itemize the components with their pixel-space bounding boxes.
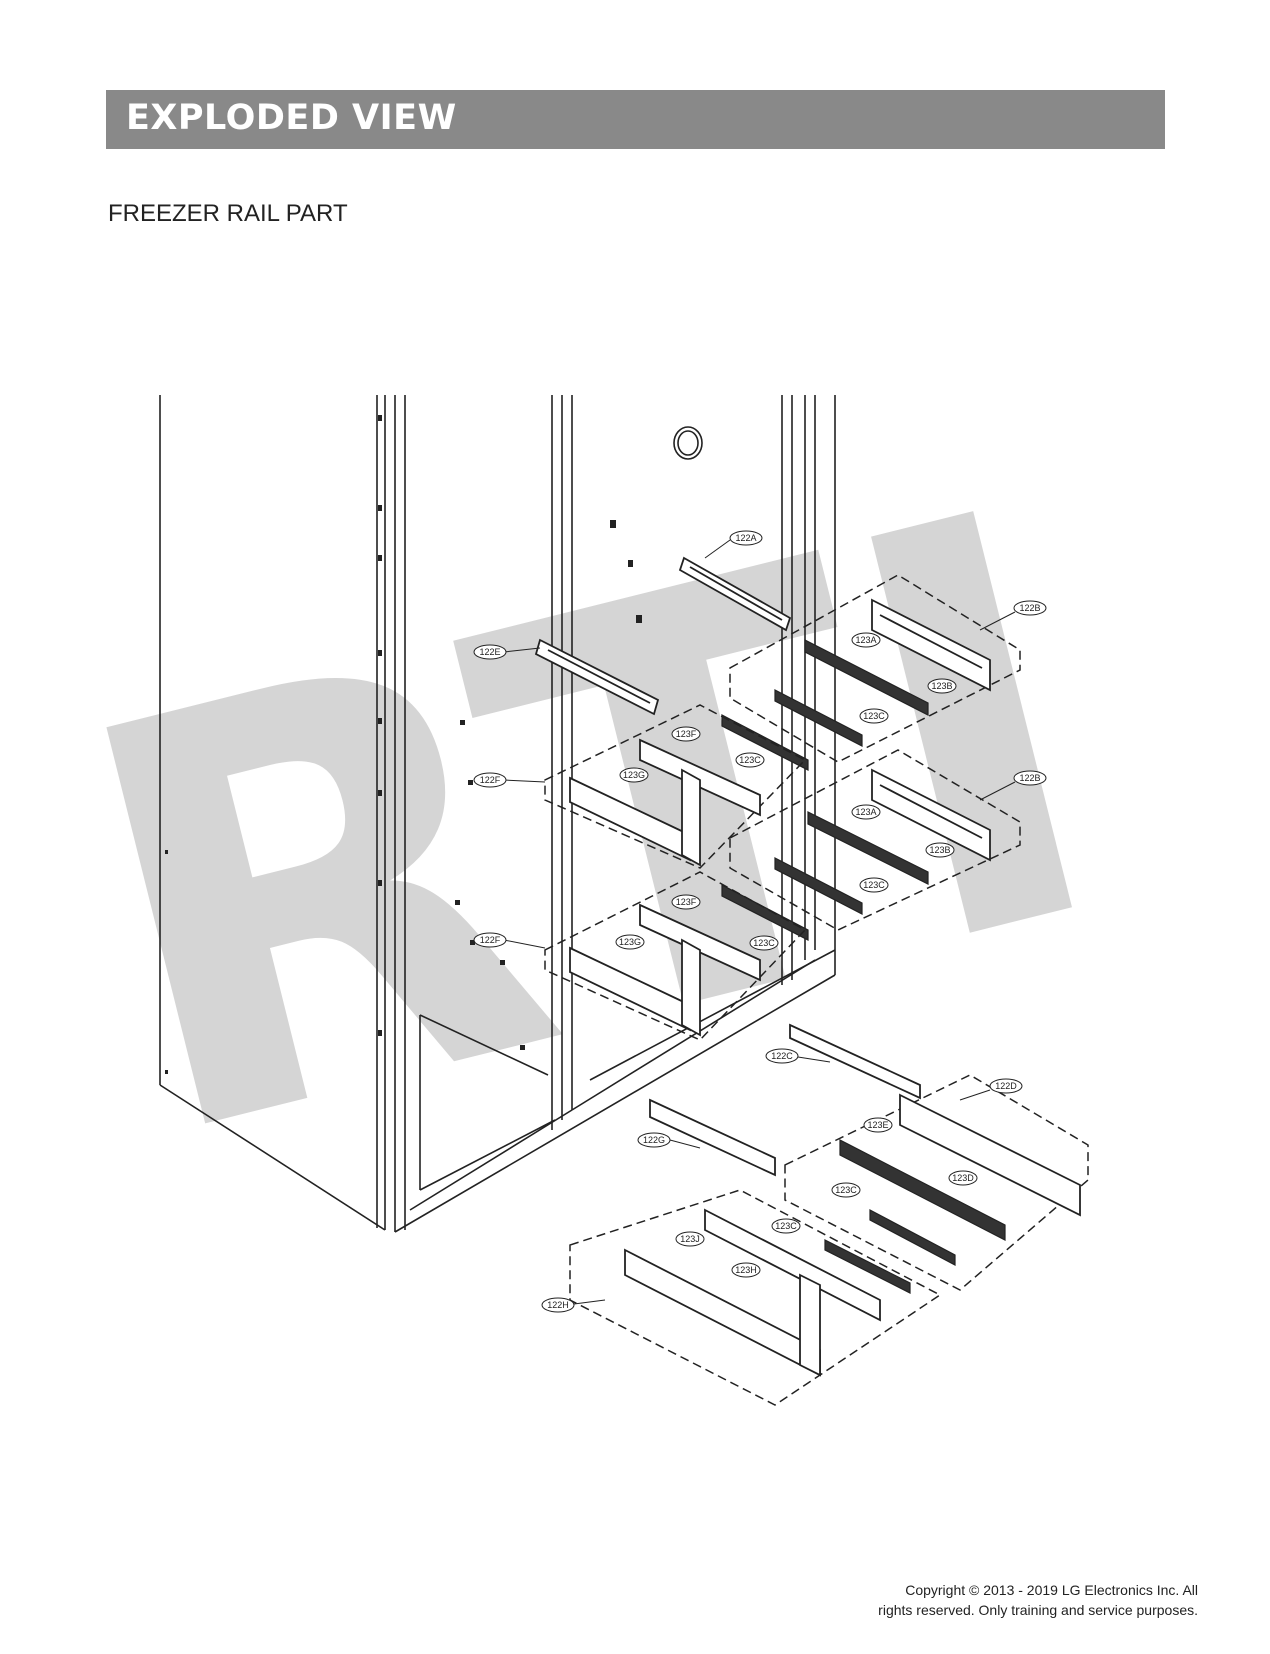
svg-text:122F: 122F [480,935,501,945]
callout-123F-middle: 123F [671,894,701,910]
svg-text:123C: 123C [739,755,761,765]
callout-123C-low2: 123C [771,1218,801,1234]
part-123E-123D-rail [839,1139,1006,1241]
svg-text:123C: 123C [775,1221,797,1231]
callout-123H: 123H [731,1262,761,1278]
group-122D-frame [784,1074,1089,1291]
part-122A-rail [678,556,792,632]
group-122B-middle-frame [729,749,1021,931]
part-122D-bracket [899,1093,1081,1217]
part-123F-123G-middle-bracket [569,903,761,1037]
svg-text:123H: 123H [735,1265,757,1275]
callout-123F-upper: 123F [671,726,701,742]
svg-text:122B: 122B [1019,773,1040,783]
callout-123C-upper: 123C [859,708,889,724]
section-title: FREEZER RAIL PART [108,200,348,227]
svg-text:122B: 122B [1019,603,1040,613]
svg-text:123D: 123D [952,1173,974,1183]
callout-122B-middle: 122B [979,770,1047,801]
group-122F-upper-frame [544,704,807,869]
part-123C-middle-slide [721,857,863,941]
callout-123B-middle: 123B [925,842,955,858]
part-122B-middle-bracket [871,768,991,862]
svg-text:123F: 123F [676,897,697,907]
callout-122G: 122G [637,1132,701,1149]
svg-text:123A: 123A [855,635,876,645]
callout-123G-middle: 123G [615,934,645,950]
callout-123E: 123E [863,1117,893,1133]
callout-123D: 123D [948,1170,978,1186]
part-123A-123B-middle-rail [807,811,929,885]
callout-123C-low1: 123C [831,1182,861,1198]
page-title: EXPLODED VIEW [126,98,457,138]
part-123H-123J-bracket [624,1208,881,1377]
callout-123C-mid1: 123C [735,752,765,768]
callout-122F-upper: 122F [473,772,546,788]
svg-text:123G: 123G [619,937,641,947]
callout-123B-upper: 123B [927,678,957,694]
svg-text:123C: 123C [835,1185,857,1195]
cabinet-body [159,395,836,1233]
group-122F-middle-frame [544,871,807,1041]
part-123F-123G-upper-bracket [569,738,761,867]
svg-text:122C: 122C [771,1051,793,1061]
callout-122B-upper: 122B [979,600,1047,631]
copyright-line-2: rights reserved. Only training and servi… [878,1602,1198,1618]
svg-text:123J: 123J [680,1234,700,1244]
callout-122C: 122C [765,1048,831,1064]
svg-text:122H: 122H [547,1300,569,1310]
part-123A-123B-upper-rail [804,639,929,716]
svg-text:123C: 123C [863,711,885,721]
part-123C-lower-slide [824,1209,956,1294]
copyright-line-1: Copyright © 2013 - 2019 LG Electronics I… [905,1582,1198,1598]
svg-text:123F: 123F [676,729,697,739]
svg-text:123C: 123C [753,938,775,948]
svg-text:122D: 122D [995,1081,1017,1091]
callout-122E: 122E [473,644,541,660]
svg-text:123G: 123G [623,770,645,780]
svg-text:123E: 123E [867,1120,888,1130]
group-122H-frame [569,1189,942,1406]
part-122G-rail [649,1098,776,1177]
part-123C-upper-slide [721,689,863,771]
cabinet-mount-holes [165,415,642,1074]
callout-123A-upper: 123A [851,632,881,648]
svg-text:122A: 122A [735,533,756,543]
svg-text:122G: 122G [643,1135,665,1145]
svg-text:123A: 123A [855,807,876,817]
part-122C-rail [789,1023,921,1100]
svg-text:123B: 123B [931,681,952,691]
group-122B-upper-frame [729,574,1021,763]
callout-122A: 122A [704,530,763,559]
callout-123A-middle: 123A [851,804,881,820]
callout-122H: 122H [541,1297,606,1313]
svg-text:122E: 122E [479,647,500,657]
svg-text:123C: 123C [863,880,885,890]
callout-123C-mid2: 123C [859,877,889,893]
callout-123G-upper: 123G [619,767,649,783]
callout-123C-mid3: 123C [749,935,779,951]
copyright-notice: Copyright © 2013 - 2019 LG Electronics I… [878,1580,1198,1620]
callout-122F-middle: 122F [473,932,546,949]
svg-text:122F: 122F [480,775,501,785]
callout-122D: 122D [959,1078,1023,1101]
svg-text:123B: 123B [929,845,950,855]
header-bar: EXPLODED VIEW [106,90,1165,149]
part-122E-rail [534,638,660,716]
callout-123J: 123J [675,1231,705,1247]
part-122B-upper-bracket [871,598,991,692]
